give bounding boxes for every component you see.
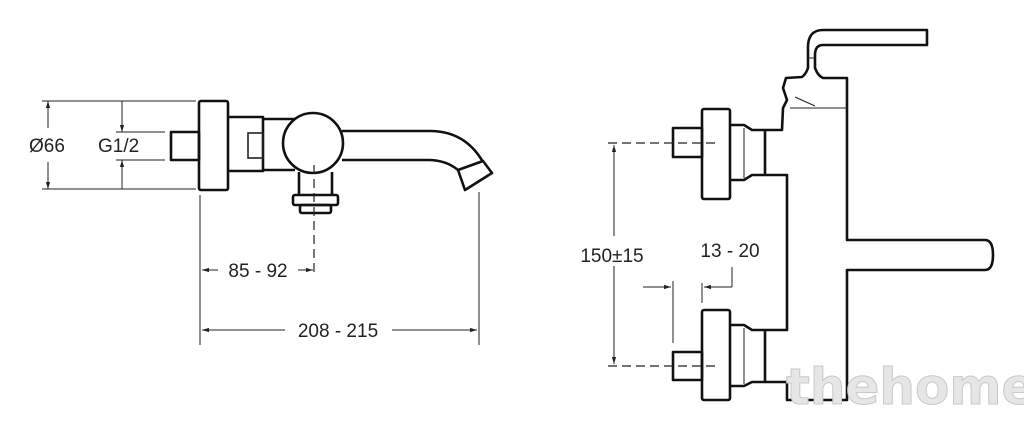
outlet-offset-label: 85 - 92 — [228, 261, 287, 282]
mixer-side-outline — [169, 99, 494, 275]
thread-dimension: G1/2 — [98, 101, 165, 189]
front-view: 150±15 13 - 20 — [580, 28, 995, 402]
inlet-depth-dimension: 13 - 20 — [643, 241, 760, 343]
side-view: Ø66 G1/2 85 - 92 — [29, 99, 494, 345]
diameter-dimension: Ø66 — [29, 100, 196, 190]
inlet-spacing-label: 150±15 — [580, 246, 643, 267]
total-length-label: 208 - 215 — [298, 321, 378, 342]
mixer-front-outline — [608, 28, 995, 402]
diameter-label: Ø66 — [29, 136, 65, 157]
total-length-dimension: 208 - 215 — [202, 192, 480, 345]
outlet-offset-dimension: 85 - 92 — [199, 195, 313, 345]
inlet-depth-label: 13 - 20 — [700, 241, 759, 262]
watermark: thehome — [786, 358, 1024, 416]
thread-label: G1/2 — [98, 136, 139, 157]
inlet-spacing-dimension: 150±15 — [580, 145, 644, 364]
